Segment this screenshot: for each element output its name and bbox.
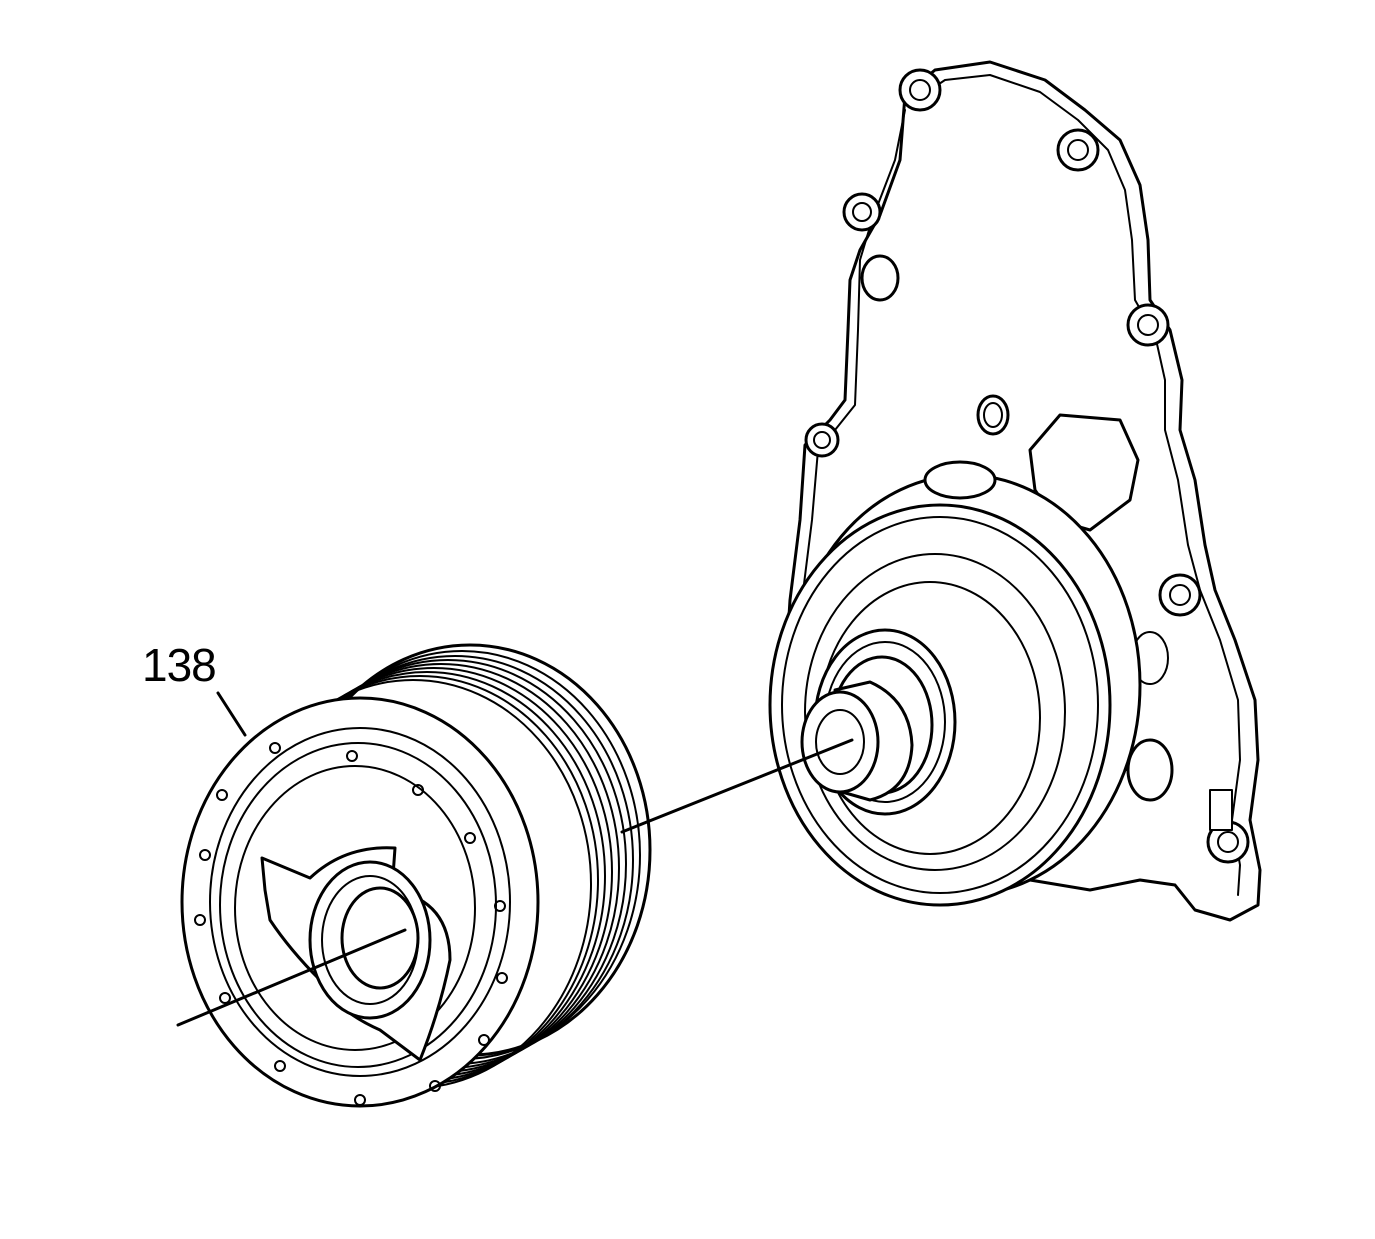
- crankshaft-balancer: [180, 643, 652, 1108]
- housing-boss: [923, 460, 997, 500]
- callout-leader-138: [216, 691, 247, 737]
- front-cover-flange: [914, 74, 1241, 896]
- cover-hole-middle: [976, 394, 1010, 436]
- balancer-bore: [340, 886, 420, 990]
- alignment-line-front: [176, 928, 407, 1027]
- alignment-line-rear: [620, 738, 854, 834]
- crankshaft-end: [800, 690, 880, 794]
- engine-front-cover: [768, 60, 1262, 922]
- cover-hole-lower-right: [1126, 738, 1174, 802]
- balancer-ring-holes: [194, 742, 508, 1106]
- front-cover-flange-left: [801, 109, 906, 601]
- callout-label-138: 138: [142, 639, 217, 691]
- cover-hole-upper: [860, 254, 900, 302]
